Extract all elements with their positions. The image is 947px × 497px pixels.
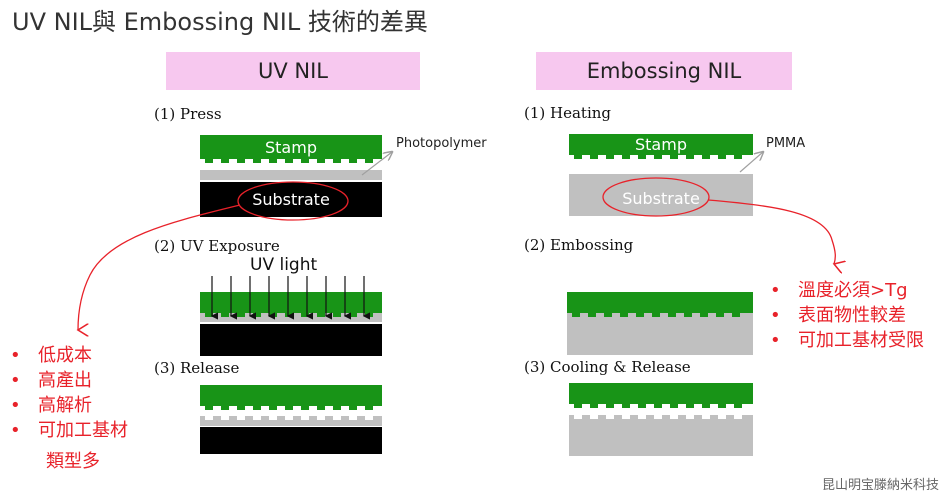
- uv-press-stamp: [200, 135, 382, 163]
- uv-release-stamp: [200, 385, 382, 406]
- uv-step-exposure: (2) UV Exposure: [154, 237, 280, 255]
- emb-substrate-highlight: [602, 177, 710, 217]
- emb-disadvantage-item: 可加工基材受限: [770, 328, 924, 353]
- pmma-pointer: [739, 152, 763, 173]
- uv-advantage-item: 低成本: [10, 343, 128, 368]
- uv-press-substrate: [200, 182, 382, 217]
- page-title: UV NIL與 Embossing NIL 技術的差異: [12, 8, 428, 36]
- emb-heat-substrate: [569, 174, 753, 216]
- uv-expo-stamp: [200, 292, 382, 313]
- uv-step-press: (1) Press: [154, 105, 222, 123]
- emb-step-heating: (1) Heating: [524, 104, 612, 122]
- emb-heat-stamp: [569, 134, 753, 155]
- uv-annotation-arrow: [78, 204, 241, 330]
- emb-release-substrate: [569, 415, 753, 456]
- emb-annotation-arrow: [707, 199, 835, 264]
- uv-step-release: (3) Release: [154, 359, 240, 377]
- company-watermark: 昆山明宝滕納米科技: [821, 478, 939, 493]
- emb-step-cooling-release: (3) Cooling & Release: [524, 358, 691, 376]
- uv-advantage-item: 高產出: [10, 368, 128, 393]
- uv-advantages-list: 低成本 高產出 高解析 可加工基材: [10, 343, 128, 443]
- emb-stamp-label: Stamp: [635, 135, 687, 154]
- uv-advantage-item: 可加工基材: [10, 418, 128, 443]
- emb-press-stamp: [567, 292, 753, 313]
- emb-step-embossing: (2) Embossing: [524, 236, 634, 254]
- uv-light-arrows: [210, 276, 370, 320]
- photopolymer-pointer: [361, 152, 392, 176]
- pmma-label: PMMA: [766, 136, 806, 151]
- emb-release-stamp: [569, 383, 753, 404]
- uv-advantage-item-continued: 類型多: [46, 451, 100, 472]
- photopolymer-label: Photopolymer: [396, 136, 487, 151]
- uv-stamp-label: Stamp: [265, 137, 317, 157]
- uv-expo-substrate: [200, 324, 382, 356]
- uv-substrate-highlight: [237, 181, 349, 221]
- uv-advantage-item: 高解析: [10, 393, 128, 418]
- uv-nil-header: UV NIL: [166, 52, 420, 90]
- uv-press-resist: [200, 170, 382, 180]
- embossing-nil-header: Embossing NIL: [536, 52, 792, 90]
- uv-release-pattern: [200, 416, 382, 426]
- emb-disadvantage-item: 表面物性較差: [770, 303, 924, 328]
- uv-light-label: UV light: [250, 255, 318, 275]
- uv-release-substrate: [200, 427, 382, 454]
- emb-disadvantages-list: 溫度必須>Tg 表面物性較差 可加工基材受限: [770, 278, 924, 353]
- uv-substrate-label: Substrate: [252, 190, 330, 209]
- emb-substrate-label: Substrate: [622, 188, 700, 208]
- emb-disadvantage-item: 溫度必須>Tg: [770, 278, 924, 303]
